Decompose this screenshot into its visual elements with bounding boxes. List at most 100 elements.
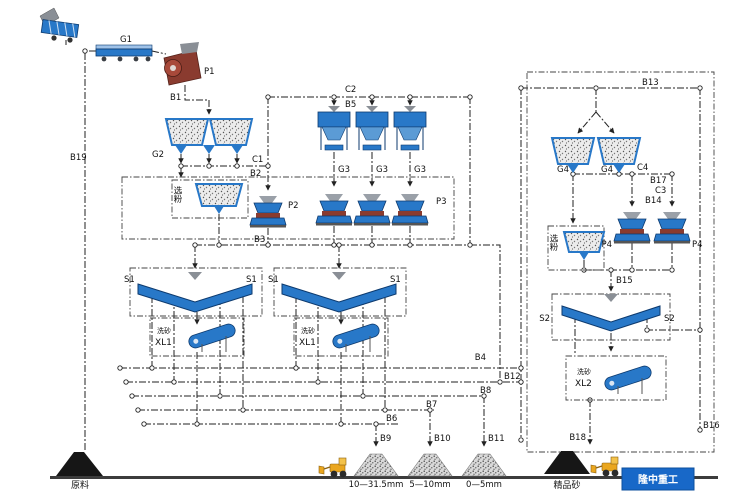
jaw-crusher-p1-icon [163,42,202,86]
wheel-loader-icon [318,457,347,478]
powder-separator-left-icon [194,183,244,214]
wheel-loader-icon [590,456,620,477]
zone-crushing [121,176,455,240]
label-b18: B18 [569,433,586,443]
discharge-spout-icon [613,164,625,173]
discharge-spout-icon [231,145,243,154]
sand-washer-xl1a-icon [186,321,238,353]
label-b19: B19 [70,153,87,163]
vibrating-screen-s2-icon [561,293,661,332]
label-separator-right: 选粉 [548,233,558,252]
label-product-2: 5—10mm [409,480,450,490]
label-b10: B10 [434,434,451,444]
cone-crusher-p4a-icon [613,211,651,244]
label-p3: P3 [436,197,447,207]
label-s2-1: S2 [539,314,550,324]
labels-layer: G1 P1 B1 B19 G2 C1 B2 C2 B5 G3 G3 G3 P2 … [70,35,720,491]
label-xl2: XL2 [575,379,592,389]
zone-separator-left [171,179,249,219]
label-product-3: 0—5mm [466,480,502,490]
label-p2: P2 [288,201,299,211]
cone-crusher-p3c-icon [391,193,429,226]
surge-bin-3-icon [393,106,427,151]
label-b16: B16 [703,421,720,431]
screen-deck-g2a-icon [165,118,209,146]
vibrating-screen-s1b-icon [281,271,397,313]
label-b8: B8 [480,386,491,396]
label-g1: G1 [120,35,132,45]
label-c3: C3 [655,186,666,196]
label-b12: B12 [504,372,521,382]
label-raw-material: 原料 [71,479,89,491]
label-g3-1: G3 [338,165,350,175]
cone-crusher-p3a-icon [315,193,353,226]
label-b3: B3 [254,235,265,245]
label-b4: B4 [475,353,486,363]
discharge-spout-icon [175,145,187,154]
stockpile-10-31.5mm-icon [353,453,399,477]
label-xl1-2: XL1 [299,338,316,348]
stockpile-0-5mm-icon [461,453,507,477]
label-s1-3: S1 [268,275,279,285]
cone-crusher-p3b-icon [353,193,391,226]
zone-fine-sand-section [526,71,715,453]
feeder-g1-icon [95,44,153,62]
zone-screen-s1a [129,267,263,317]
sand-washer-xl2-icon [602,363,654,395]
label-p4-1: P4 [601,240,612,250]
label-g3-3: G3 [414,165,426,175]
screen-deck-g4a-icon [551,137,595,165]
label-washer-name-1: 洗砂 [157,326,171,335]
label-c4: C4 [637,163,648,173]
label-g4-2: G4 [601,165,613,175]
label-p1: P1 [204,67,215,77]
label-b6: B6 [386,414,397,424]
label-c1: C1 [252,155,263,165]
label-product-1: 10—31.5mm [349,480,404,490]
label-c2: C2 [345,85,356,95]
label-xl1-1: XL1 [155,338,172,348]
label-s1-4: S1 [390,275,401,285]
vibrating-feeder-icon [39,7,80,43]
label-g2: G2 [152,150,164,160]
label-fine-sand: 精品砂 [553,479,580,491]
ground-line [50,476,718,479]
label-washer-name-3: 洗砂 [577,367,591,376]
label-g3-2: G3 [376,165,388,175]
cone-crusher-p2-icon [249,195,287,228]
label-b9: B9 [380,434,391,444]
label-b1: B1 [170,93,181,103]
sand-washer-xl1b-icon [330,321,382,353]
label-s1-1: S1 [124,275,135,285]
label-separator-left: 选粉 [172,185,182,204]
zone-washer-xl2 [565,355,667,401]
label-b5: B5 [345,100,356,110]
label-b13: B13 [642,78,659,88]
label-g4-1: G4 [557,165,569,175]
label-b2: B2 [250,169,261,179]
raw-material-stockpile-icon [56,452,103,476]
surge-bin-2-icon [355,106,389,151]
label-s1-2: S1 [246,275,257,285]
cone-crusher-p4b-icon [653,211,691,244]
label-b17: B17 [650,176,667,186]
zone-separator-right [547,225,605,271]
screen-deck-g2b-icon [209,118,253,146]
label-p4-2: P4 [692,240,703,250]
brand-box: 隆中重工 [621,467,695,491]
vibrating-screen-s1a-icon [137,271,253,313]
label-b7: B7 [426,400,437,410]
label-b11: B11 [488,434,505,444]
label-b15: B15 [616,276,633,286]
surge-bin-1-icon [317,106,351,151]
zone-screen-s1b [273,267,407,317]
label-s2-2: S2 [664,314,675,324]
stockpile-5-10mm-icon [407,453,453,477]
label-washer-name-2: 洗砂 [301,326,315,335]
brand-label: 隆中重工 [638,473,678,486]
powder-separator-right-icon [562,231,606,260]
zone-washer-xl1a [149,317,245,357]
screen-deck-g4b-icon [597,137,641,165]
